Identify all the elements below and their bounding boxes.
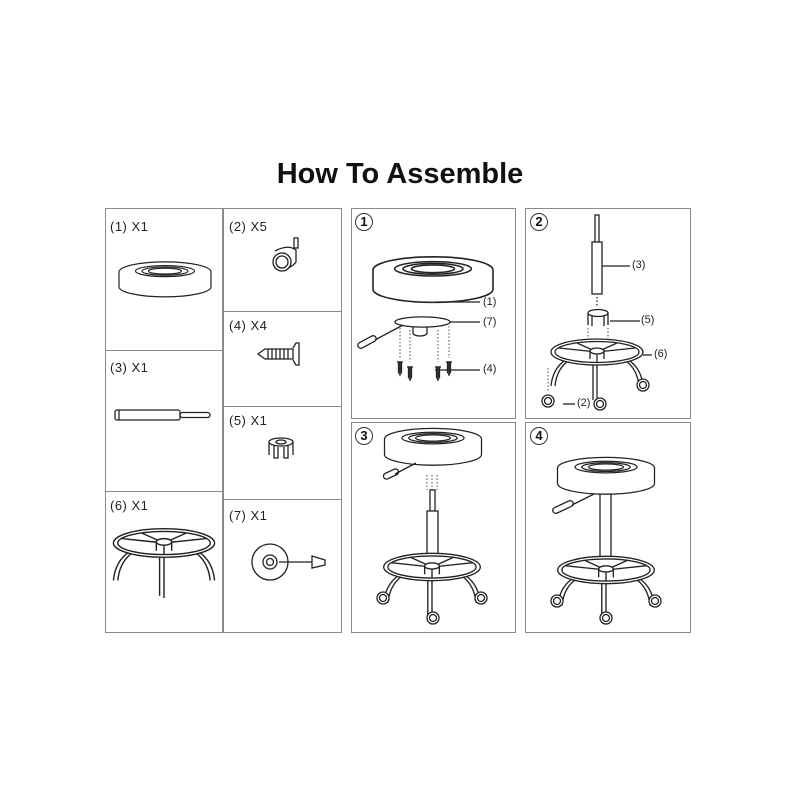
part-label-5: (5) X1 xyxy=(229,413,268,428)
part-seat-mechanism-plate xyxy=(251,543,326,581)
step-box-4 xyxy=(525,422,691,633)
part-label-3: (3) X1 xyxy=(110,360,149,375)
part-box-6 xyxy=(105,491,224,633)
part-base-with-foot-ring xyxy=(112,527,216,599)
part-label-2: (2) X5 xyxy=(229,219,268,234)
part-label-4: (4) X4 xyxy=(229,318,268,333)
step-number-4: 4 xyxy=(530,427,548,445)
step-box-2 xyxy=(525,208,691,419)
step-number-2: 2 xyxy=(530,213,548,231)
callout-5: (5) xyxy=(641,314,655,326)
step-box-1 xyxy=(351,208,516,419)
part-label-1: (1) X1 xyxy=(110,219,149,234)
callout-1: (1) xyxy=(483,296,497,308)
part-seat-cushion xyxy=(118,261,212,298)
step-number-3: 3 xyxy=(355,427,373,445)
step-3-drawing xyxy=(376,427,488,625)
part-screw xyxy=(256,342,300,366)
callout-6: (6) xyxy=(654,348,668,360)
part-label-6: (6) X1 xyxy=(110,498,149,513)
part-gas-cylinder xyxy=(114,409,211,421)
part-caster-wheel xyxy=(272,237,299,272)
callout-2: (2) xyxy=(577,397,591,409)
step-box-3 xyxy=(351,422,516,633)
callout-4: (4) xyxy=(483,363,497,375)
page-title: How To Assemble xyxy=(276,158,524,190)
part-label-7: (7) X1 xyxy=(229,508,268,523)
step-number-1: 1 xyxy=(355,213,373,231)
step-4-drawing xyxy=(550,456,662,625)
part-box-7 xyxy=(222,499,342,633)
callout-7: (7) xyxy=(483,316,497,328)
step-2-drawing xyxy=(541,214,652,411)
callout-3: (3) xyxy=(632,259,646,271)
part-cylinder-cap xyxy=(268,437,294,459)
step-1-drawing xyxy=(357,256,494,381)
